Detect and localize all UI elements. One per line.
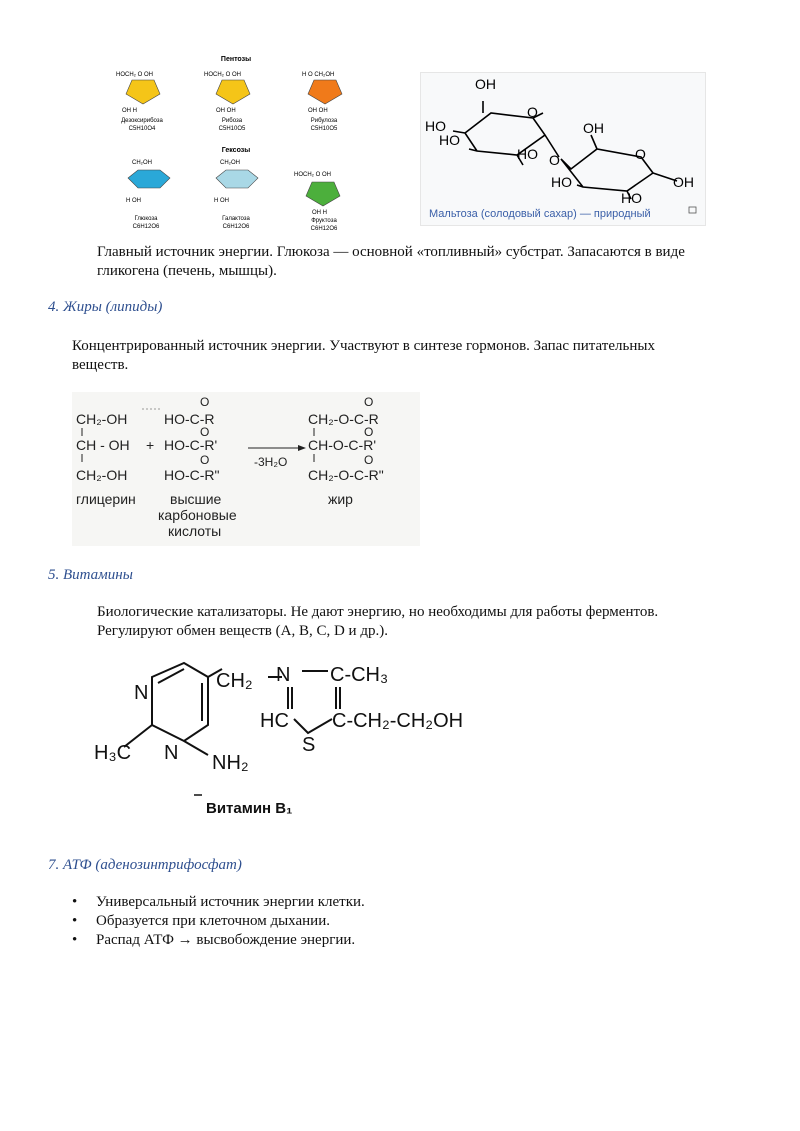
bullet-icon: •	[72, 913, 78, 929]
sugars-figure: Пентозы HOCH₂ O OH OH H Дезоксирибоза C5…	[108, 50, 368, 240]
section-7-heading: 7. АТФ (аденозинтрифосфат)	[48, 857, 242, 873]
svg-text:OH H: OH H	[312, 210, 327, 216]
svg-text:H O CH₂OH: H O CH₂OH	[302, 72, 334, 78]
b1-side-chain: C-CH₂-CH₂OH	[332, 710, 463, 732]
bullet-icon: •	[72, 932, 78, 948]
svg-text:OH OH: OH OH	[308, 108, 328, 114]
ester-o-3: O	[364, 453, 373, 467]
maltose-oh-top: OH	[475, 76, 496, 92]
maltose-glycosidic-o: O	[549, 152, 560, 168]
acid-o-3: O	[200, 453, 209, 467]
section-5-heading: 5. Витамины	[48, 567, 133, 583]
list-item-text: Образуется при клеточном дыхании.	[96, 913, 330, 929]
pentoses-title: Пентозы	[221, 56, 251, 63]
svg-text:CH₂OH: CH₂OH	[220, 160, 240, 166]
maltose-ring-o1: O	[527, 104, 538, 120]
hexoses-title: Гексозы	[222, 147, 250, 154]
glucose-name: Глюкоза	[135, 216, 159, 222]
plus-sign: +	[146, 437, 154, 453]
galactose-formula: C6H12O6	[223, 224, 250, 230]
carbs-paragraph: Главный источник энергии. Глюкоза — осно…	[97, 244, 685, 279]
b1-nh2: NH₂	[212, 752, 249, 774]
glucose-ring: CH₂OH H OH	[126, 160, 171, 204]
list-item-text: Распад АТФ → высвобождение энергии.	[96, 932, 356, 948]
b1-s: S	[302, 734, 315, 756]
ribulose-name: Рибулоза	[311, 118, 338, 124]
b1-n-2: N	[164, 742, 178, 764]
section-5-paragraph: Биологические катализаторы. Не дают энер…	[97, 604, 659, 639]
b1-ch2: CH₂	[216, 670, 253, 692]
maltose-ho-2: HO	[439, 132, 460, 148]
list-item: • Распад АТФ → высвобождение энергии.	[72, 931, 672, 950]
fat-reaction-figure: CH₂-OH CH - OH CH₂-OH + O HO-C-R O HO-C-…	[72, 392, 420, 546]
glycerol-ch2oh-2: CH₂-OH	[76, 467, 127, 483]
maltose-ho-5: HO	[621, 190, 642, 206]
deoxyribose-ring: HOCH₂ O OH OH H	[116, 72, 161, 114]
deoxyribose-formula: C5H10O4	[129, 126, 156, 132]
b1-n-1: N	[134, 682, 148, 704]
galactose-ring: CH₂OH H OH	[214, 160, 259, 204]
label-glycerol: глицерин	[76, 491, 136, 507]
ribose-name: Рибоза	[222, 118, 243, 124]
maltose-figure: OH O HO HO HO O OH O HO OH HO Мальтоза (…	[420, 72, 706, 226]
acid-3: HO-C-R"	[164, 467, 220, 483]
acid-o-1: O	[200, 395, 209, 409]
galactose-name: Галактоза	[222, 216, 250, 222]
glycerol-ch2oh-1: CH₂-OH	[76, 411, 127, 427]
label-fat: жир	[328, 491, 353, 507]
label-acids-1: высшие	[170, 491, 222, 507]
label-acids-2: карбоновые	[158, 507, 237, 523]
ribulose-ring: H O CH₂OH OH OH	[302, 72, 343, 114]
fructose-formula: C6H12O6	[311, 226, 338, 232]
arrow-label: -3H₂O	[254, 455, 287, 469]
b1-hc: HC	[260, 710, 289, 732]
maltose-caption: Мальтоза (солодовый сахар) — природный	[429, 208, 651, 220]
section-4-heading: 4. Жиры (липиды)	[48, 299, 163, 315]
expand-icon	[688, 206, 697, 214]
ester-2: CH-O-C-R'	[308, 437, 376, 453]
deoxyribose-name: Дезоксирибоза	[121, 118, 163, 124]
svg-text:HOCH₂ O OH: HOCH₂ O OH	[294, 172, 331, 178]
svg-text:H OH: H OH	[214, 198, 229, 204]
svg-text:H OH: H OH	[126, 198, 141, 204]
svg-text:CH₂OH: CH₂OH	[132, 160, 152, 166]
acid-2: HO-C-R'	[164, 437, 217, 453]
ribulose-formula: C5H10O5	[311, 126, 338, 132]
section-4-paragraph: Концентрированный источник энергии. Учас…	[72, 338, 655, 373]
bullet-icon: •	[72, 894, 78, 910]
b1-h3c: H₃C	[94, 742, 131, 764]
fructose-name: Фруктоза	[311, 218, 337, 224]
svg-text:HOCH₂ O OH: HOCH₂ O OH	[204, 72, 241, 78]
atp-list: •Универсальный источник энергии клетки. …	[72, 893, 672, 950]
maltose-oh-2: OH	[583, 120, 604, 136]
b1-c-ch3: C-CH₃	[330, 664, 388, 686]
vitamin-b1-label: Витамин B₁	[206, 800, 292, 817]
svg-text:OH OH: OH OH	[216, 108, 236, 114]
glycerol-choh: CH - OH	[76, 437, 130, 453]
ester-o-2: O	[364, 425, 373, 439]
maltose-ho-1: HO	[425, 118, 446, 134]
ribose-formula: C5H10O5	[219, 126, 246, 132]
maltose-oh-3: OH	[673, 174, 694, 190]
ester-3: CH₂-O-C-R"	[308, 467, 384, 483]
maltose-ring-o2: O	[635, 146, 646, 162]
vitamin-b1-figure: N N CH₂ N C-CH₃ HC C-CH₂-CH₂OH S H₃C NH₂…	[90, 655, 500, 830]
maltose-ho-4: HO	[551, 174, 572, 190]
svg-text:OH H: OH H	[122, 108, 137, 114]
b1-n-3: N	[276, 664, 290, 686]
svg-text:HOCH₂ O OH: HOCH₂ O OH	[116, 72, 153, 78]
list-item: • Универсальный источник энергии клетки.	[72, 893, 672, 912]
acid-o-2: O	[200, 425, 209, 439]
list-item-text: Универсальный источник энергии клетки.	[96, 894, 365, 910]
label-acids-3: кислоты	[168, 523, 221, 539]
list-item: • Образуется при клеточном дыхании.	[72, 912, 672, 931]
acid-1: HO-C-R	[164, 411, 215, 427]
ester-o-1: O	[364, 395, 373, 409]
glucose-formula: C6H12O6	[133, 224, 160, 230]
ribose-ring: HOCH₂ O OH OH OH	[204, 72, 251, 114]
fructose-ring: HOCH₂ O OH OH H	[294, 172, 341, 216]
ester-1: CH₂-O-C-R	[308, 411, 379, 427]
maltose-ho-3: HO	[517, 146, 538, 162]
